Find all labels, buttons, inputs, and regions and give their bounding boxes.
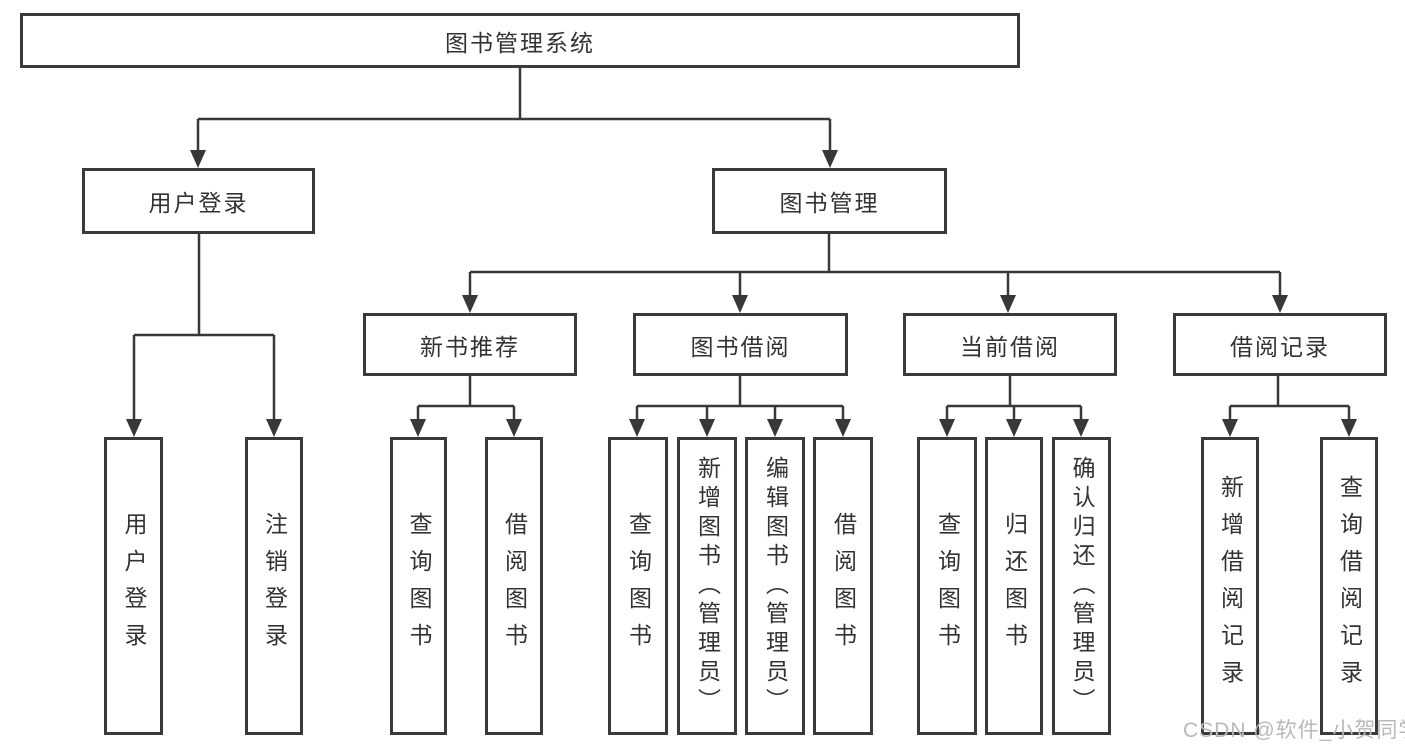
arrowhead-icons [126, 150, 1357, 437]
node-book-management: 图书管理 [712, 168, 947, 234]
leaf-label: 用户登录 [121, 512, 147, 660]
leaf-add-book-admin: 新增图书（管理员） [677, 437, 737, 735]
node-root-system: 图书管理系统 [20, 13, 1020, 68]
leaf-label: 确认归还（管理员） [1069, 455, 1095, 717]
leaf-return-book: 归还图书 [985, 437, 1043, 735]
node-new-book-recommend: 新书推荐 [363, 313, 577, 376]
node-label: 图书借阅 [690, 333, 791, 360]
leaf-label: 新增图书（管理员） [694, 455, 721, 717]
watermark: CSDN @软件_小贺同学 [1183, 719, 1405, 742]
leaf-add-borrow-record: 新增借阅记录 [1201, 437, 1259, 735]
node-label: 图书管理系统 [445, 29, 595, 56]
leaf-confirm-return-admin: 确认归还（管理员） [1052, 437, 1111, 735]
node-label: 用户登录 [148, 190, 249, 216]
leaf-query-books-current: 查询图书 [917, 437, 977, 735]
leaf-query-books-recommend: 查询图书 [390, 437, 447, 735]
leaf-label: 新增借阅记录 [1217, 475, 1244, 697]
node-label: 当前借阅 [960, 333, 1060, 360]
leaf-label: 借阅图书 [830, 512, 857, 660]
leaf-label: 查询图书 [934, 512, 961, 660]
node-current-borrow: 当前借阅 [903, 313, 1117, 376]
node-label: 新书推荐 [420, 333, 520, 360]
leaf-user-login: 用户登录 [104, 437, 163, 735]
leaf-label: 查询借阅记录 [1336, 475, 1363, 697]
node-book-borrow: 图书借阅 [633, 313, 848, 376]
leaf-query-borrow-record: 查询借阅记录 [1320, 437, 1378, 735]
leaf-label: 查询图书 [625, 512, 652, 660]
node-label: 借阅记录 [1230, 333, 1330, 360]
leaf-edit-book-admin: 编辑图书（管理员） [745, 437, 805, 735]
leaf-borrow-books: 借阅图书 [813, 437, 873, 735]
leaf-label: 注销登录 [261, 512, 288, 660]
leaf-query-books-borrow: 查询图书 [608, 437, 668, 735]
leaf-label: 归还图书 [1001, 512, 1028, 660]
leaf-label: 编辑图书（管理员） [762, 455, 789, 717]
leaf-label: 借阅图书 [501, 512, 528, 660]
node-borrow-records: 借阅记录 [1173, 313, 1387, 376]
leaf-borrow-books-recommend: 借阅图书 [485, 437, 543, 735]
node-user-login: 用户登录 [82, 168, 315, 234]
leaf-label: 查询图书 [406, 512, 432, 660]
leaf-logout: 注销登录 [245, 437, 303, 735]
node-label: 图书管理 [779, 190, 880, 216]
